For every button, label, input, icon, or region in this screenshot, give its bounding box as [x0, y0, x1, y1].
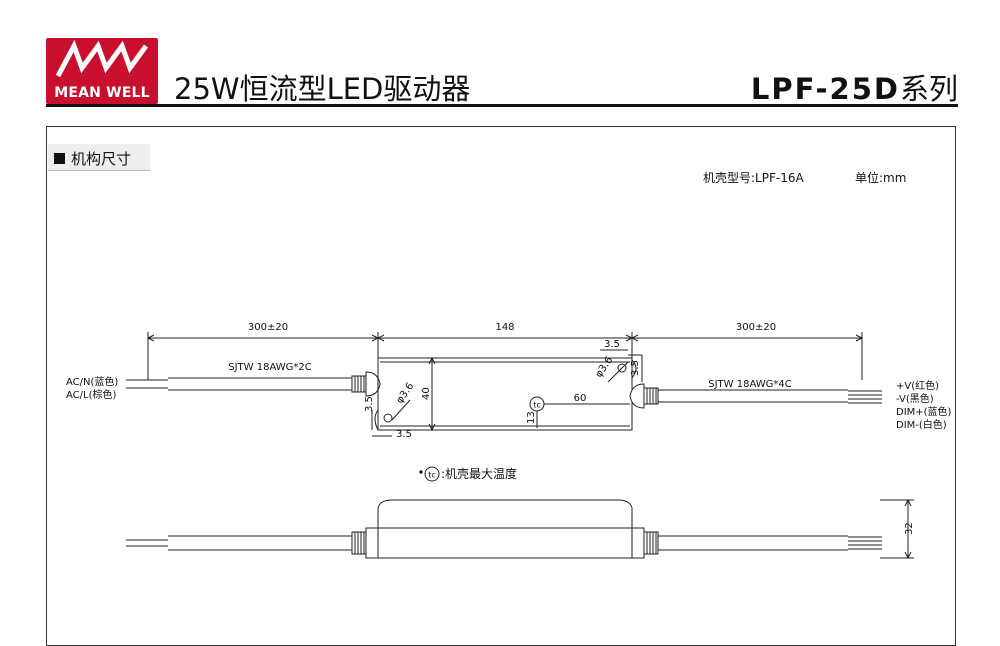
right-cable-spec: SJTW 18AWG*4C — [708, 379, 791, 390]
case-model: 机壳型号:LPF-16A — [703, 171, 804, 185]
series-suffix: 系列 — [899, 72, 958, 106]
series-model: LPF-25D — [750, 72, 900, 106]
dim-left-cable: 300±20 — [248, 322, 288, 333]
dim-hole-right: φ3.6 — [593, 355, 615, 380]
section-title-text: 机构尺寸 — [71, 150, 132, 168]
dim-3-5-right: 3.5 — [630, 360, 641, 376]
dim-side-height: 32 — [904, 522, 915, 535]
right-wire-dim-neg: DIM-(白色) — [896, 418, 947, 431]
series-label: LPF-25D系列 — [751, 66, 958, 108]
section-title: 机构尺寸 — [54, 148, 131, 169]
dim-tc-offset-x: 60 — [574, 393, 587, 404]
dim-height-40: 40 — [421, 387, 432, 400]
left-cable-spec: SJTW 18AWG*2C — [228, 362, 311, 373]
tc-legend-marker: tc — [428, 471, 436, 480]
brand-logo: MEAN WELL — [46, 38, 158, 104]
right-wire-dim-pos: DIM+(蓝色) — [896, 405, 952, 418]
brand-logo-text: MEAN WELL — [54, 85, 150, 101]
mechanical-drawing: 300±20 148 300±20 SJTW 18AWG*2C SJTW 18A… — [66, 322, 952, 560]
dim-3-5-left: 3.5 — [364, 396, 375, 412]
dim-tc-offset-y: 13 — [526, 411, 537, 424]
dim-hole-left: φ3.6 — [394, 381, 416, 406]
header-rule — [46, 104, 958, 107]
document-title: 25W恒流型LED驱动器 — [174, 72, 471, 106]
mw-logo-mark-icon — [55, 39, 149, 78]
tc-legend: :机壳最大温度 — [441, 466, 517, 481]
square-bullet-icon — [54, 153, 65, 164]
dim-right-cable: 300±20 — [736, 322, 776, 333]
left-wire-ac-l: AC/L(棕色) — [66, 388, 116, 401]
dim-body-length: 148 — [495, 322, 514, 333]
tc-legend-dot — [419, 470, 423, 474]
dim-3-5-top: 3.5 — [604, 339, 620, 350]
dim-3-5-bottom: 3.5 — [396, 429, 412, 440]
right-wire-v-pos: +V(红色) — [896, 379, 939, 392]
unit-label: 单位:mm — [855, 171, 907, 185]
section-tab — [48, 144, 150, 171]
left-wire-ac-n: AC/N(蓝色) — [66, 375, 118, 388]
right-wire-v-neg: -V(黑色) — [896, 392, 934, 405]
tc-marker: tc — [533, 401, 541, 410]
